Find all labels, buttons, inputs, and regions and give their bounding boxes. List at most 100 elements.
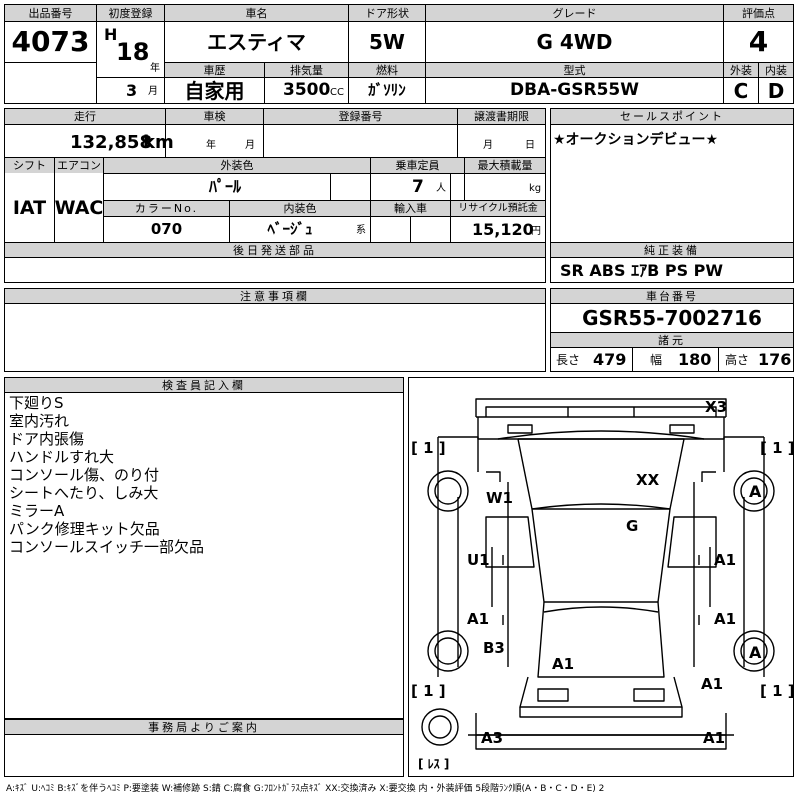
- max-load-unit: kg: [529, 183, 542, 194]
- office-box: [4, 719, 404, 777]
- length-label: 長さ: [556, 352, 581, 367]
- mileage-unit: km: [143, 132, 174, 153]
- width-label: 幅: [650, 352, 663, 367]
- int-color-suffix: 系: [356, 225, 366, 236]
- inspector-line: 室内汚れ: [9, 412, 70, 430]
- int-color-label: 内装色: [230, 201, 370, 216]
- height-label: 高さ: [725, 352, 750, 367]
- inspector-line: ミラーA: [9, 502, 65, 520]
- recycle-unit: 円: [531, 226, 541, 237]
- mileage-label: 走行: [5, 109, 165, 124]
- lot-number: 4073: [11, 25, 90, 58]
- score-value: 4: [748, 25, 769, 58]
- sales-point-text: ★オークションデビュー★: [553, 132, 719, 148]
- car-diagram: [421, 398, 775, 750]
- damage-code-w1: W1: [486, 489, 513, 507]
- damage-code-a1-rear-bumper: A1: [703, 729, 726, 747]
- damage-code-x3: X3: [705, 398, 728, 416]
- fuel-label: 燃料: [349, 63, 425, 77]
- grade-value: G 4WD: [536, 30, 613, 54]
- recycle-label: リサイクル預託金: [451, 201, 545, 216]
- damage-code-g: G: [626, 517, 639, 535]
- specs-label: 諸元: [551, 333, 793, 347]
- notes-box: [4, 288, 546, 372]
- first-reg-month: 3: [126, 81, 138, 100]
- chassis-value: GSR55-7002716: [582, 306, 762, 330]
- history-value: 自家用: [184, 78, 245, 103]
- tread-rear-right: [ 1 ]: [760, 682, 795, 700]
- tread-rear-left: [ 1 ]: [411, 682, 446, 700]
- aircon-label: エアコン: [55, 158, 103, 173]
- int-color-value: ﾍﾞｰｼﾞｭ: [267, 220, 313, 238]
- shift-label: シフト: [5, 158, 54, 173]
- model-value: DBA-GSR55W: [510, 80, 639, 100]
- damage-code-a1-right-quarter: A1: [701, 675, 724, 693]
- doors-label: ドア形状: [349, 5, 425, 21]
- int-grade: D: [767, 78, 785, 103]
- inspector-box: [4, 377, 404, 719]
- doors-value: 5W: [369, 30, 405, 54]
- recycle-value: 15,120: [472, 219, 534, 239]
- damage-code-a1-right-front: A1: [714, 551, 737, 569]
- damage-code-a1-left-door: A1: [467, 610, 490, 628]
- import-label: 輸入車: [371, 201, 450, 216]
- transfer-day-unit: 日: [525, 140, 535, 151]
- grade-label: グレード: [426, 5, 723, 21]
- chassis-box: [550, 288, 794, 372]
- first-reg-label: 初度登録: [97, 5, 164, 21]
- color-no-value: 070: [150, 220, 183, 238]
- sales-point-label: セールスポイント: [551, 109, 793, 124]
- score-label: 評価点: [724, 5, 793, 21]
- shift-value: IAT: [12, 196, 47, 219]
- damage-code-u1: U1: [467, 551, 490, 569]
- int-label: 内装: [759, 63, 793, 77]
- damage-code-a1-right-rear: A1: [714, 610, 737, 628]
- inspector-line: ドア内張傷: [9, 430, 85, 448]
- damage-code-xx: XX: [636, 471, 660, 489]
- inspection-year-unit: 年: [206, 140, 216, 151]
- inspection-label: 車検: [166, 109, 263, 124]
- tread-front-right: [ 1 ]: [760, 439, 795, 457]
- damage-code-a3: A3: [481, 729, 504, 747]
- later-parts-label: 後日発送部品: [5, 243, 545, 257]
- capacity-unit: 人: [436, 183, 446, 194]
- car-name: エスティマ: [207, 30, 306, 54]
- tread-front-left: [ 1 ]: [411, 439, 446, 457]
- inspector-line: ハンドルすれ大: [9, 448, 115, 466]
- displacement-value: 3500: [283, 80, 331, 100]
- ext-color-label: 外装色: [104, 158, 370, 173]
- first-reg-month-unit: 月: [148, 86, 158, 97]
- header-grid: [4, 4, 794, 104]
- width-value: 180: [678, 349, 712, 369]
- transfer-month-unit: 月: [483, 140, 493, 151]
- fuel-value: ｶﾞｿﾘﾝ: [368, 81, 406, 99]
- ext-label: 外装: [724, 63, 758, 77]
- capacity-value: 7: [412, 176, 424, 197]
- damage-code-a1-rear-center: A1: [552, 655, 575, 673]
- mileage-value: 132,858: [70, 132, 152, 153]
- first-reg-era: H: [104, 25, 118, 44]
- first-reg-year: 18: [116, 38, 150, 66]
- car-diagram-box: [408, 377, 794, 777]
- model-label: 型式: [426, 63, 723, 77]
- inspector-line: パンク修理キット欠品: [9, 520, 160, 538]
- sales-point-box: [550, 108, 794, 283]
- inspector-line: コンソール傷、のり付: [9, 466, 160, 484]
- max-load-label: 最大積載量: [465, 158, 545, 173]
- tire-code-rear-right: A: [749, 643, 762, 662]
- transfer-deadline-label: 譲渡書期限: [458, 109, 545, 124]
- details-grid: [4, 108, 546, 283]
- tire-code-front-right: A: [749, 482, 762, 501]
- inspection-month-unit: 月: [245, 140, 255, 151]
- inspector-line: コンソールスイッチ一部欠品: [9, 538, 205, 556]
- ext-color-value: ﾊﾟｰﾙ: [208, 177, 241, 196]
- lot-label: 出品番号: [5, 5, 96, 21]
- spare-tire-code: [ ﾚｽ ]: [418, 757, 450, 771]
- first-reg-year-unit: 年: [150, 63, 160, 74]
- legend-text: A:ｷｽﾞ U:ﾍｺﾐ B:ｷｽﾞを伴うﾍｺﾐ P:要塗装 W:補修跡 S:錆 …: [6, 783, 605, 794]
- history-label: 車歴: [165, 63, 264, 77]
- capacity-label: 乗車定員: [371, 158, 464, 173]
- ext-grade: C: [733, 78, 749, 103]
- displacement-unit: CC: [330, 87, 344, 98]
- genuine-equip-value: SR ABS ｴｱB PS PW: [560, 260, 724, 280]
